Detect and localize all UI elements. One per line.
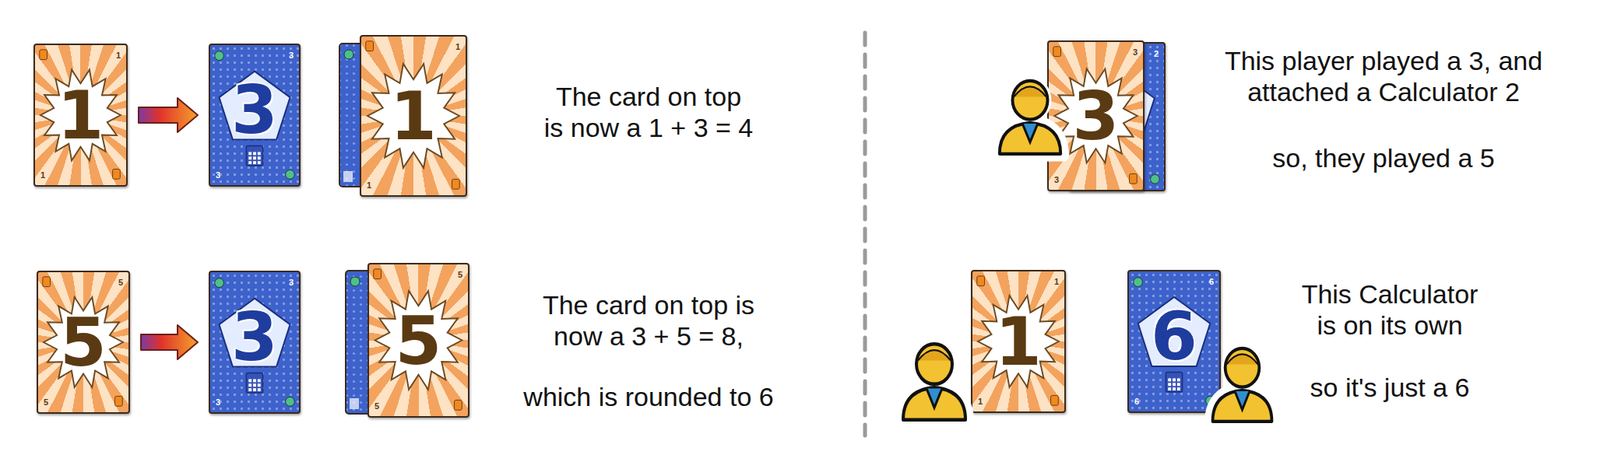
corner-number: 3 bbox=[288, 51, 294, 60]
caption-text: The card on top is now a 1 + 3 = 4 bbox=[485, 80, 813, 144]
corner-number: 3 bbox=[215, 171, 221, 180]
calculator-card: 6 6 6 bbox=[1127, 270, 1221, 414]
caption-text: The card on top is now a 3 + 5 = 8, bbox=[481, 289, 816, 352]
corner-number: 5 bbox=[118, 278, 124, 288]
player-icon bbox=[900, 340, 969, 422]
corner-number: 1 bbox=[40, 171, 46, 180]
corner-number: 1 bbox=[977, 397, 983, 407]
caption-text: so, they played a 5 bbox=[1181, 142, 1586, 174]
card-value: 6 bbox=[1150, 302, 1198, 370]
corner-number: 3 bbox=[215, 398, 221, 408]
number-card: 1 1 1 bbox=[970, 270, 1066, 414]
corner-number: 6 bbox=[1209, 277, 1214, 287]
number-card: 1 1 1 bbox=[359, 35, 468, 197]
corner-number: 3 bbox=[1132, 48, 1138, 57]
corner-number: 3 bbox=[1054, 175, 1059, 185]
arrow-connector bbox=[140, 325, 198, 360]
divider-line bbox=[863, 32, 868, 437]
corner-number: 1 bbox=[116, 51, 121, 60]
corner-number: 5 bbox=[374, 402, 380, 412]
caption-text: This player played a 3, and attached a C… bbox=[1173, 45, 1594, 108]
arrow-connector bbox=[138, 98, 198, 133]
corner-number: 5 bbox=[457, 270, 463, 280]
corner-number: 1 bbox=[1054, 277, 1059, 287]
card-value: 5 bbox=[395, 307, 443, 375]
corner-number: 2 bbox=[1153, 49, 1159, 59]
caption-text: so it's just a 6 bbox=[1226, 372, 1554, 404]
card-value: 3 bbox=[231, 303, 278, 371]
number-card: 5 5 5 bbox=[367, 263, 470, 419]
caption-text: which is rounded to 6 bbox=[446, 381, 851, 413]
card-value: 1 bbox=[995, 308, 1042, 376]
calculator-card: 3 3 3 bbox=[208, 270, 301, 415]
number-card: 3 3 3 bbox=[1047, 40, 1145, 192]
number-card: 5 5 5 bbox=[36, 270, 131, 415]
card-value: 5 bbox=[59, 309, 107, 377]
card-value: 3 bbox=[1072, 82, 1120, 150]
corner-number: 1 bbox=[455, 42, 461, 52]
corner-number: 5 bbox=[43, 398, 49, 408]
caption-text: This Calculator is on its own bbox=[1257, 278, 1523, 342]
corner-number: 3 bbox=[288, 278, 294, 288]
card-value: 1 bbox=[57, 81, 105, 149]
corner-number: 1 bbox=[366, 181, 372, 190]
number-card: 1 1 1 bbox=[33, 43, 128, 187]
card-value: 1 bbox=[390, 82, 437, 150]
calculator-card: 3 3 3 bbox=[208, 43, 301, 187]
card-value: 3 bbox=[231, 76, 278, 144]
corner-number: 6 bbox=[1134, 397, 1140, 407]
